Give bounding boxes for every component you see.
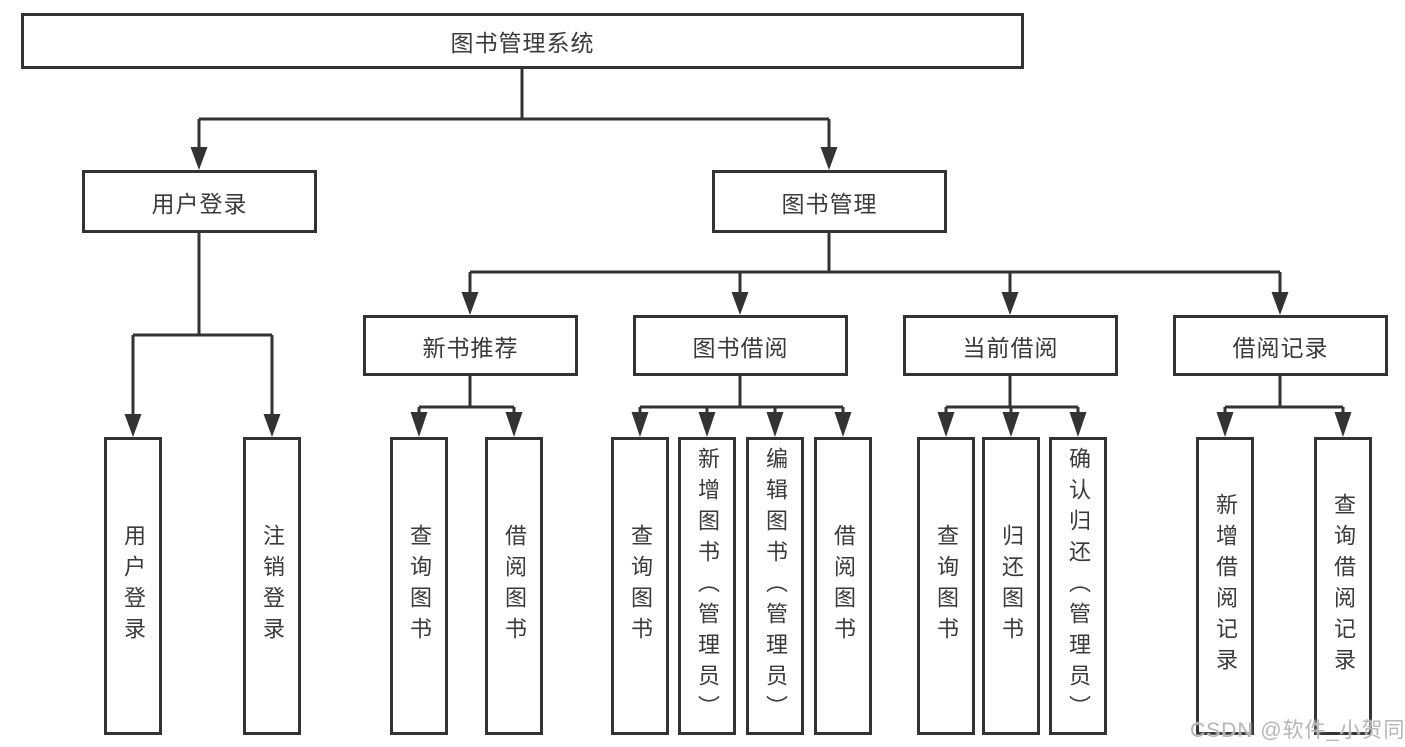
arrow-down-icon bbox=[820, 147, 838, 170]
node-book-borrowing: 图书借阅 bbox=[633, 315, 848, 376]
node-user-login: 用户登录 bbox=[82, 170, 317, 233]
node-label: 查询借阅记录 bbox=[1331, 493, 1356, 679]
node-borrowing-records: 借阅记录 bbox=[1173, 315, 1388, 376]
arrow-down-icon bbox=[1001, 292, 1019, 315]
connector-line bbox=[197, 69, 831, 150]
arrow-down-icon bbox=[731, 292, 749, 315]
node-label: 归还图书 bbox=[999, 524, 1024, 648]
leaf-edit-book-admin: 编辑图书（管理员） bbox=[746, 437, 804, 735]
arrow-down-icon bbox=[263, 414, 281, 437]
node-root-library-system: 图书管理系统 bbox=[21, 13, 1024, 69]
connector-line bbox=[417, 376, 516, 414]
node-label: 查询图书 bbox=[628, 524, 653, 648]
connector-new-book-recommend-to-leaves bbox=[410, 376, 523, 437]
node-book-management: 图书管理 bbox=[712, 170, 947, 233]
leaf-query-books: 查询图书 bbox=[917, 437, 975, 735]
arrow-down-icon bbox=[834, 412, 852, 437]
node-label: 新书推荐 bbox=[422, 334, 519, 361]
connector-book-borrowing-to-leaves bbox=[631, 376, 852, 437]
arrow-down-icon bbox=[937, 412, 955, 437]
node-label: 编辑图书（管理员） bbox=[763, 446, 788, 726]
leaf-query-books: 查询图书 bbox=[390, 437, 448, 735]
arrow-down-icon bbox=[1334, 412, 1352, 437]
connector-line bbox=[468, 233, 1282, 295]
arrow-down-icon bbox=[1069, 412, 1087, 437]
node-label: 注销登录 bbox=[260, 524, 285, 648]
node-label: 确认归还（管理员） bbox=[1066, 446, 1091, 726]
node-label: 用户登录 bbox=[151, 190, 248, 217]
node-label: 当前借阅 bbox=[962, 334, 1059, 361]
leaf-add-book-admin: 新增图书（管理员） bbox=[678, 437, 736, 735]
leaf-confirm-return-admin: 确认归还（管理员） bbox=[1049, 437, 1107, 735]
arrow-down-icon bbox=[698, 412, 716, 437]
arrow-down-icon bbox=[505, 412, 523, 437]
connector-line bbox=[131, 233, 274, 417]
node-label: 图书管理系统 bbox=[450, 30, 595, 56]
arrow-down-icon bbox=[1216, 412, 1234, 437]
leaf-user-login: 用户登录 bbox=[104, 437, 162, 735]
connector-line bbox=[1223, 376, 1345, 414]
arrow-down-icon bbox=[1271, 292, 1289, 315]
node-label: 新增借阅记录 bbox=[1213, 493, 1238, 679]
node-label: 新增图书（管理员） bbox=[695, 446, 720, 726]
leaf-add-borrow-record: 新增借阅记录 bbox=[1196, 437, 1254, 735]
connector-borrowing-records-to-leaves bbox=[1216, 376, 1352, 437]
leaf-query-borrow-record: 查询借阅记录 bbox=[1314, 437, 1372, 735]
csdn-watermark: CSDN @软件_小贺同学 bbox=[1190, 719, 1405, 742]
node-label: 借阅图书 bbox=[502, 524, 527, 648]
node-label: 用户登录 bbox=[121, 524, 146, 648]
connector-user-login-to-leaves bbox=[124, 233, 281, 437]
connector-current-borrowing-to-leaves bbox=[937, 376, 1087, 437]
connector-line bbox=[638, 376, 845, 414]
node-current-borrowing: 当前借阅 bbox=[903, 315, 1118, 376]
leaf-return-book: 归还图书 bbox=[982, 437, 1040, 735]
node-label: 查询图书 bbox=[934, 524, 959, 648]
node-label: 借阅记录 bbox=[1232, 334, 1329, 361]
leaf-logout: 注销登录 bbox=[243, 437, 301, 735]
connector-root-to-level2 bbox=[190, 69, 838, 170]
arrow-down-icon bbox=[190, 147, 208, 170]
node-label: 图书管理 bbox=[781, 190, 878, 217]
arrow-down-icon bbox=[410, 412, 428, 437]
node-label: 借阅图书 bbox=[831, 524, 856, 648]
arrow-down-icon bbox=[461, 292, 479, 315]
connector-book-management-to-level3 bbox=[461, 233, 1289, 315]
arrow-down-icon bbox=[124, 414, 142, 437]
leaf-borrow-books: 借阅图书 bbox=[485, 437, 543, 735]
connector-line bbox=[944, 376, 1080, 414]
node-label: 图书借阅 bbox=[692, 334, 789, 361]
leaf-borrow-books: 借阅图书 bbox=[814, 437, 872, 735]
node-label: 查询图书 bbox=[407, 524, 432, 648]
arrow-down-icon bbox=[1002, 412, 1020, 437]
leaf-query-books: 查询图书 bbox=[611, 437, 669, 735]
arrow-down-icon bbox=[766, 412, 784, 437]
arrow-down-icon bbox=[631, 412, 649, 437]
node-new-book-recommend: 新书推荐 bbox=[363, 315, 578, 376]
